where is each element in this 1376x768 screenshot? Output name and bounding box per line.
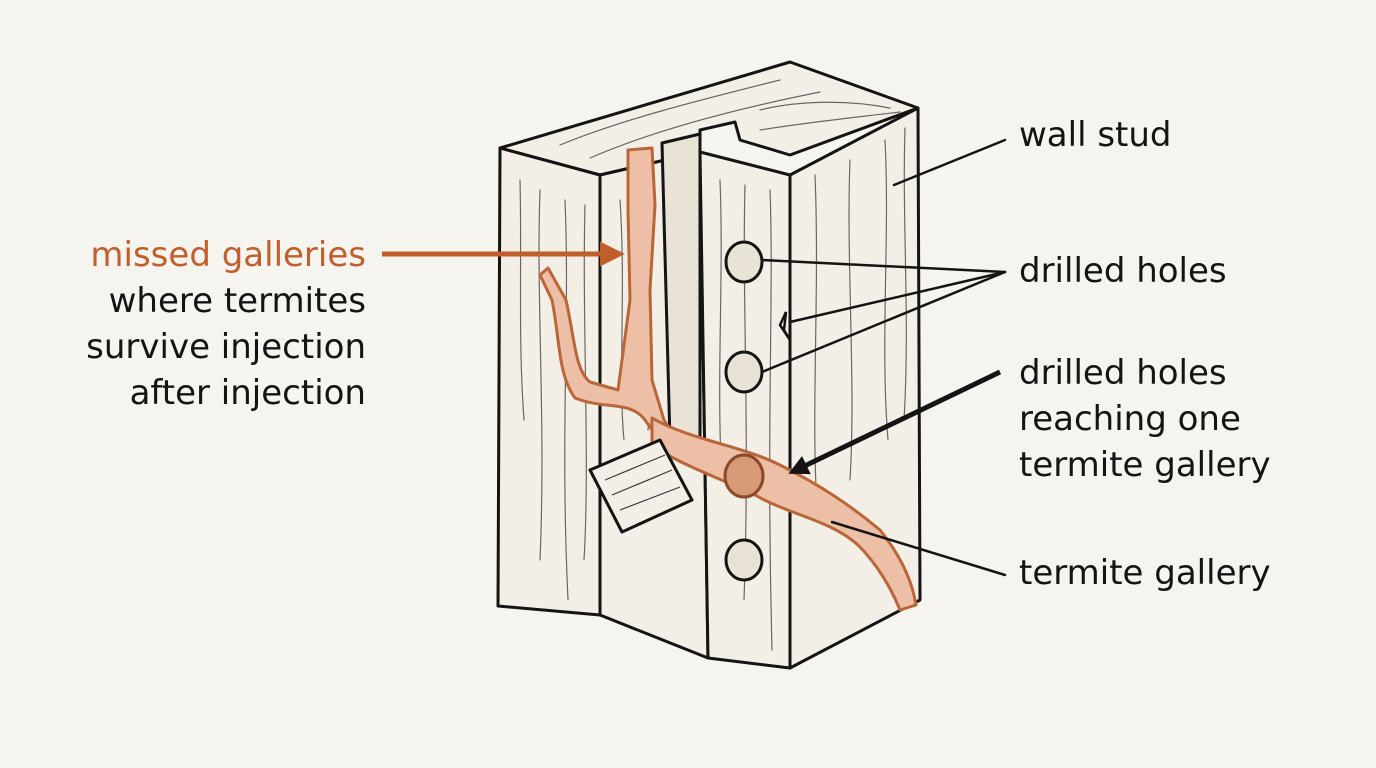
drilled-holes-label: drilled holes <box>1019 251 1227 291</box>
missed-galleries-line-3: survive injection <box>86 327 366 367</box>
leader-drilled-hole-1 <box>760 258 1007 274</box>
leader-drilled-hole-2 <box>788 270 1007 324</box>
missed-galleries-line-2: where termites <box>108 281 366 321</box>
leader-termite-gallery <box>830 520 1007 577</box>
termite-gallery-label: termite gallery <box>1019 553 1271 593</box>
drilled-hole-3 <box>724 538 764 582</box>
missed-galleries-highlight: missed galleries <box>90 235 366 275</box>
leader-wall-stud <box>892 138 1007 187</box>
stud-groove-back-face <box>660 132 702 444</box>
reaching-gallery-line-2: reaching one <box>1019 399 1241 439</box>
drilled-hole-1 <box>724 240 764 284</box>
reaching-gallery-line-1: drilled holes <box>1019 353 1227 393</box>
missed-galleries-label: missed galleries where termites survive … <box>60 232 366 416</box>
broken-wood-chunk <box>588 438 694 534</box>
drilled-hole-2 <box>724 350 764 394</box>
wall-stud-label: wall stud <box>1019 115 1172 155</box>
reaching-gallery-arrow <box>788 369 1002 475</box>
reaching-gallery-line-3: termite gallery <box>1019 445 1271 485</box>
missed-galleries-line-4: after injection <box>129 373 366 413</box>
missed-gallery <box>538 146 686 460</box>
reaching-gallery-label: drilled holes reaching one termite galle… <box>1019 350 1271 488</box>
leader-drilled-hole-3 <box>760 270 1007 374</box>
wood-crack <box>778 311 792 341</box>
drilled-hole-gallery <box>723 453 765 499</box>
